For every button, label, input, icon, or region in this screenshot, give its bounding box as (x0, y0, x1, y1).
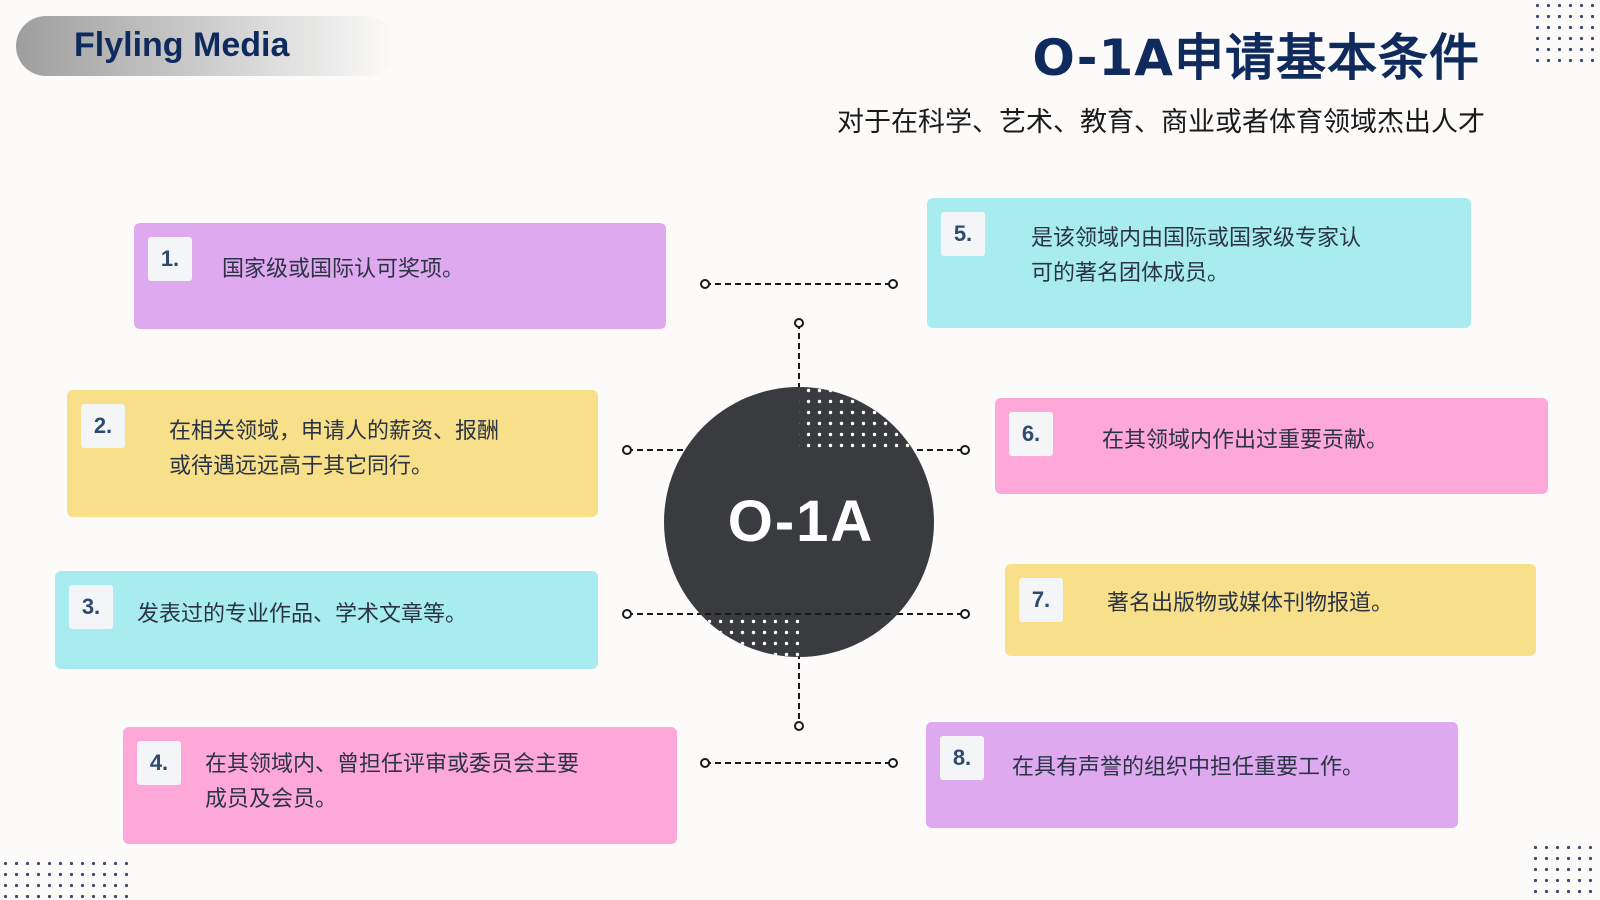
page-subtitle: 对于在科学、艺术、教育、商业或者体育领域杰出人才 (837, 107, 1485, 138)
card-text: 发表过的专业作品、学术文章等。 (137, 602, 468, 627)
criteria-card-3: 3. 发表过的专业作品、学术文章等。 (55, 571, 598, 669)
center-circle (664, 387, 934, 657)
circle-dots-top (799, 387, 914, 450)
criteria-card-2: 2. 在相关领域，申请人的薪资、报酬 或待遇远远高于其它同行。 (67, 390, 598, 517)
card-number: 5. (941, 212, 985, 256)
criteria-card-1: 1. 国家级或国际认可奖项。 (134, 223, 666, 329)
connector-node (960, 609, 970, 619)
connector-node (700, 279, 710, 289)
dot-pattern-top-right (1532, 0, 1598, 62)
card-number: 6. (1009, 412, 1053, 456)
dot-pattern-bottom-right (1530, 842, 1600, 900)
card-number: 2. (81, 404, 125, 448)
card-number: 8. (940, 736, 984, 780)
card-number: 1. (148, 237, 192, 281)
card-number: 4. (137, 741, 181, 785)
card-text-line2: 可的著名团体成员。 (1031, 261, 1230, 286)
connector-node (622, 445, 632, 455)
connector-node (794, 721, 804, 731)
card-text-line2: 成员及会员。 (205, 787, 338, 812)
connector-node (888, 758, 898, 768)
criteria-card-8: 8. 在具有声誉的组织中担任重要工作。 (926, 722, 1458, 828)
brand-pill: Flyling Media (16, 16, 396, 76)
card-text: 在其领域内作出过重要贡献。 (1102, 428, 1389, 453)
criteria-card-6: 6. 在其领域内作出过重要贡献。 (995, 398, 1548, 494)
criteria-card-7: 7. 著名出版物或媒体刊物报道。 (1005, 564, 1536, 656)
card-text: 在具有声誉的组织中担任重要工作。 (1012, 755, 1365, 780)
card-text-line2: 或待遇远远高于其它同行。 (169, 454, 434, 479)
circle-dots-bottom (705, 614, 799, 657)
connector-node (700, 758, 710, 768)
connector-node (960, 445, 970, 455)
connector-node (622, 609, 632, 619)
criteria-card-5: 5. 是该领域内由国际或国家级专家认 可的著名团体成员。 (927, 198, 1471, 328)
dot-pattern-bottom-left (0, 858, 132, 900)
center-label: O-1A (727, 489, 875, 554)
card-text: 国家级或国际认可奖项。 (222, 257, 465, 282)
card-text-line1: 是该领域内由国际或国家级专家认 (1031, 226, 1362, 251)
card-number: 3. (69, 585, 113, 629)
brand-name: Flyling Media (74, 26, 290, 64)
connector-node (794, 318, 804, 328)
card-text-line1: 在相关领域，申请人的薪资、报酬 (169, 419, 500, 444)
card-text-line1: 在其领域内、曾担任评审或委员会主要 (205, 752, 580, 777)
card-text: 著名出版物或媒体刊物报道。 (1107, 591, 1394, 616)
card-number: 7. (1019, 578, 1063, 622)
criteria-card-4: 4. 在其领域内、曾担任评审或委员会主要 成员及会员。 (123, 727, 677, 844)
page-title: O-1A申请基本条件 (1032, 29, 1480, 87)
connector-node (888, 279, 898, 289)
